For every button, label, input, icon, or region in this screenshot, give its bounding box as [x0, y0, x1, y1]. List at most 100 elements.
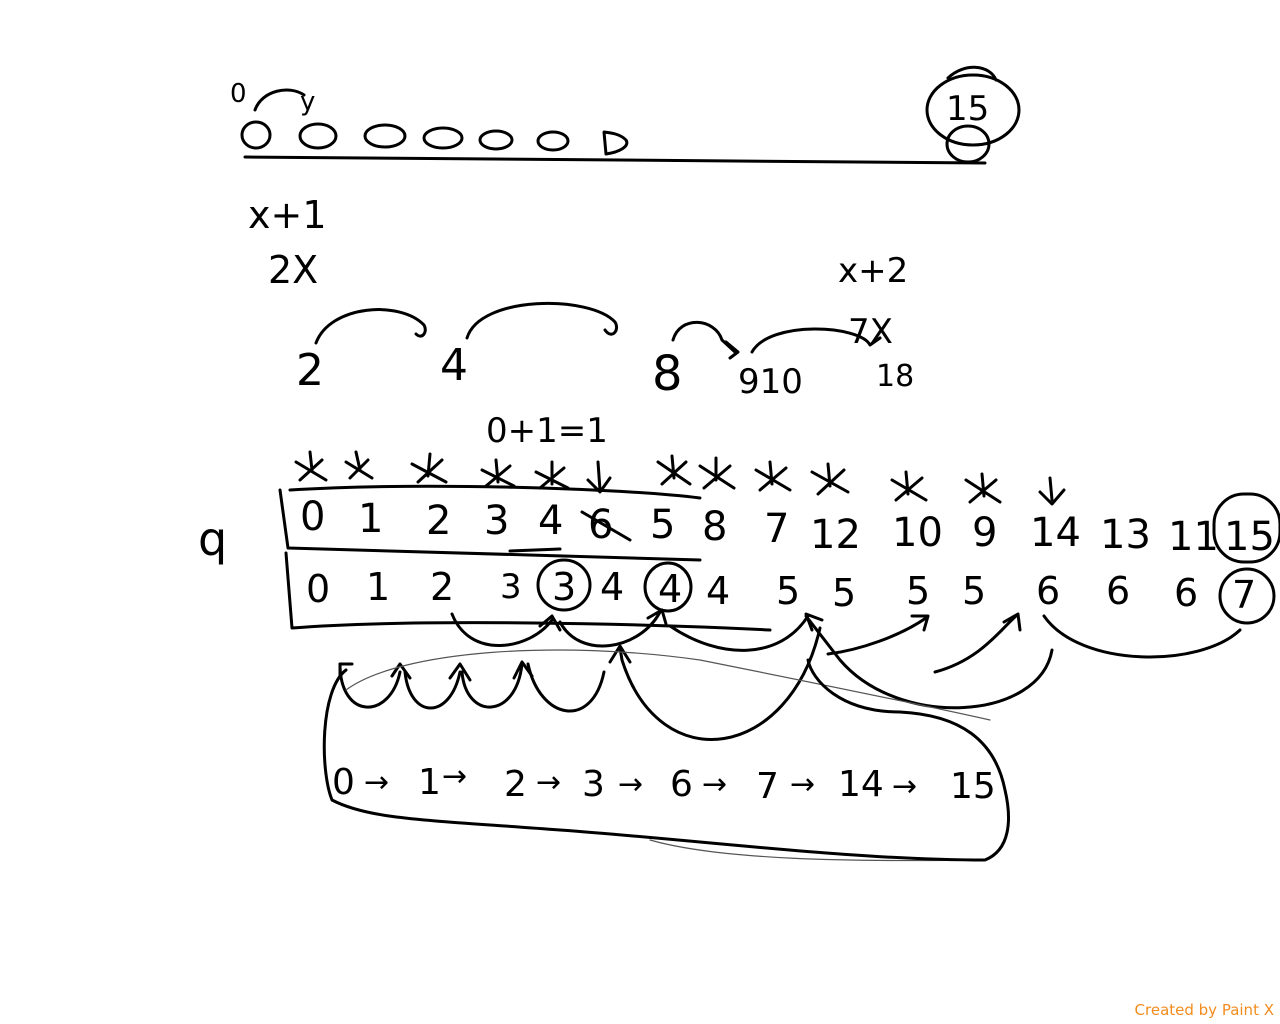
node-row [240, 120, 629, 156]
queue-cell: 0 [300, 494, 325, 540]
parent-arc [668, 614, 810, 652]
depth-cell: 6 [1106, 569, 1130, 613]
depth-cell: 1 [366, 565, 390, 609]
rule-times-two: 2X [268, 248, 318, 292]
solution-path: 0 → 1 → 2 → 3 → 6 → 7 → 14 → 15 [332, 759, 996, 807]
goal-inner-circle [945, 124, 991, 164]
watermark-text: Created by Paint X [1134, 1001, 1274, 1019]
depth-cell-circle [536, 558, 592, 612]
parent-arc [1042, 614, 1242, 659]
depth-cell: 5 [776, 569, 800, 613]
queue-cell: 1 [358, 496, 383, 542]
parent-arc [826, 614, 930, 656]
path-arrow: → [702, 767, 727, 802]
goal-cell-circle [1212, 492, 1280, 564]
visited-cross [698, 456, 736, 490]
rule-plus-one: x+1 [248, 193, 327, 237]
queue-cell: 6 [588, 502, 613, 548]
goal-label: 15 [946, 89, 989, 129]
queue-label: q [198, 512, 227, 566]
queue-cell: 7 [764, 506, 789, 552]
path-arrow: → [790, 767, 815, 802]
visited-cross [890, 470, 928, 502]
goal-node: 15 [925, 65, 1021, 164]
queue-cell: 12 [810, 512, 861, 558]
queue-cell: 3 [484, 498, 509, 544]
visited-cross [294, 450, 328, 482]
hop-arcs [338, 660, 606, 713]
path-arrow: → [892, 769, 917, 804]
depth-cell: 6 [1174, 571, 1198, 615]
path-node: 1 [418, 762, 441, 803]
path-node: 0 [332, 762, 355, 803]
node-circle [478, 129, 514, 151]
path-arrow: → [364, 765, 389, 800]
goal-depth-circle [1218, 567, 1276, 625]
queue-cell: 2 [426, 498, 451, 544]
depth-cell-circle [643, 561, 693, 613]
chain-arc [314, 308, 427, 345]
hop-bump [526, 662, 606, 713]
depth-cell: 3 [500, 567, 522, 607]
chain-arc [465, 301, 619, 340]
node-circle [298, 122, 338, 150]
path-node: 3 [582, 764, 605, 805]
chain-value-18: 18 [876, 359, 914, 394]
queue-cell-goal: 15 [1224, 514, 1275, 560]
queue-cell: 5 [650, 502, 675, 548]
visited-cross [810, 462, 850, 496]
chain-value-910: 910 [738, 362, 803, 402]
strike-line [580, 510, 632, 542]
visited-cross [344, 450, 374, 480]
chain-value-4: 4 [440, 340, 468, 391]
goal-scribble [946, 65, 998, 82]
path-arrow: → [536, 765, 561, 800]
visited-cross [754, 460, 792, 492]
path-node: 6 [670, 764, 693, 805]
depth-row: 0 1 2 3 3 4 4 4 5 5 5 5 6 6 6 7 [306, 558, 1276, 625]
hop-arc [253, 88, 306, 112]
depth-cell: 5 [832, 571, 856, 615]
visited-cross [480, 458, 516, 488]
parent-arc [558, 608, 668, 648]
path-node: 14 [838, 764, 884, 805]
depth-cell: 5 [906, 569, 930, 613]
queue-row: 0 1 2 3 4 6 5 8 7 12 10 9 14 13 11 15 [300, 492, 1280, 564]
chain-arc [750, 327, 882, 354]
queue-cell: 10 [892, 510, 943, 556]
hop-bump [460, 660, 534, 709]
start-node-label: 0 [230, 79, 247, 109]
visited-marks [294, 450, 1066, 506]
node-circle [240, 120, 272, 150]
queue-cell: 11 [1168, 514, 1219, 560]
queue-cell: 13 [1100, 512, 1151, 558]
depth-cell: 4 [706, 569, 730, 613]
down-arrow [1038, 476, 1066, 506]
node-circle [422, 126, 464, 150]
queue-cell: 4 [538, 498, 563, 544]
chain-value-8: 8 [652, 346, 683, 402]
depth-cell-goal: 7 [1232, 573, 1256, 617]
queue-underline [508, 547, 562, 553]
hop-bump [403, 662, 472, 710]
depth-cell: 0 [306, 567, 330, 611]
parent-arc [804, 612, 1054, 710]
depth-cell: 5 [962, 569, 986, 613]
goal-outer-circle [925, 73, 1021, 147]
chain-value-2: 2 [296, 345, 324, 396]
depth-cell: 3 [552, 565, 576, 609]
visited-cross [656, 454, 692, 486]
path-loop [322, 658, 1010, 862]
node-circle [602, 130, 629, 156]
queue-cell: 8 [702, 504, 727, 550]
depth-cell: 4 [600, 565, 624, 609]
path-node: 7 [756, 766, 779, 807]
visited-cross [964, 472, 1002, 504]
path-arrow: → [618, 767, 643, 802]
thin-guide-line [345, 649, 991, 721]
depth-cell: 2 [430, 565, 454, 609]
chain-arc [671, 320, 740, 360]
visited-cross [410, 452, 448, 484]
